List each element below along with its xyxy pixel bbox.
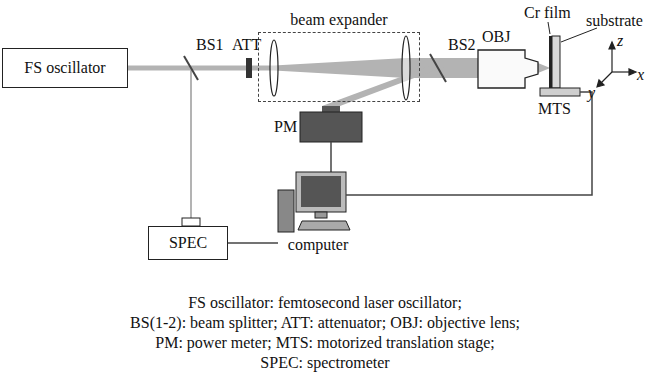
beam-splitter xyxy=(430,54,446,82)
part-label: computer xyxy=(288,236,348,254)
part-label: PM xyxy=(274,118,297,136)
node-text: FS oscillator xyxy=(24,59,105,77)
wire xyxy=(330,142,332,172)
node-text: beam expander xyxy=(290,11,387,29)
part-label: ATT xyxy=(232,36,261,54)
part-label: substrate xyxy=(586,12,643,30)
legend-line: FS oscillator: femtosecond laser oscilla… xyxy=(188,294,462,312)
part-label: BS2 xyxy=(448,36,476,54)
laser-box: FS oscillator xyxy=(2,48,128,88)
power-meter xyxy=(300,112,362,142)
legend-line: PM: power meter; MTS: motorized translat… xyxy=(155,334,495,352)
lens xyxy=(270,40,278,96)
legend-line: BS(1-2): beam splitter; ATT: attenuator;… xyxy=(130,314,520,332)
spectrometer-box: SPEC xyxy=(148,226,228,260)
part-label: MTS xyxy=(538,100,571,118)
axis-label: x xyxy=(637,66,644,84)
beam-splitter xyxy=(184,56,198,80)
translation-stage xyxy=(540,88,580,96)
lens xyxy=(402,36,410,100)
node-text: SPEC xyxy=(169,234,207,252)
wire xyxy=(346,92,592,195)
part-label: BS1 xyxy=(196,36,224,54)
expander-group: beam expander xyxy=(258,32,420,102)
part-label: OBJ xyxy=(482,28,510,46)
leader-line xyxy=(548,22,550,34)
axes xyxy=(597,42,636,87)
computer-icon xyxy=(278,172,350,232)
attenuator xyxy=(246,58,252,78)
legend-line: SPEC: spectrometer xyxy=(260,354,389,372)
substrate xyxy=(552,36,560,88)
axis-label: z xyxy=(617,32,623,50)
part-label: Cr film xyxy=(524,4,571,22)
pm-head xyxy=(322,106,340,112)
spec-port xyxy=(182,218,200,226)
axis-label: y xyxy=(588,84,595,102)
wire xyxy=(228,242,278,244)
leader-line xyxy=(561,28,597,42)
objective-lens xyxy=(478,50,538,88)
